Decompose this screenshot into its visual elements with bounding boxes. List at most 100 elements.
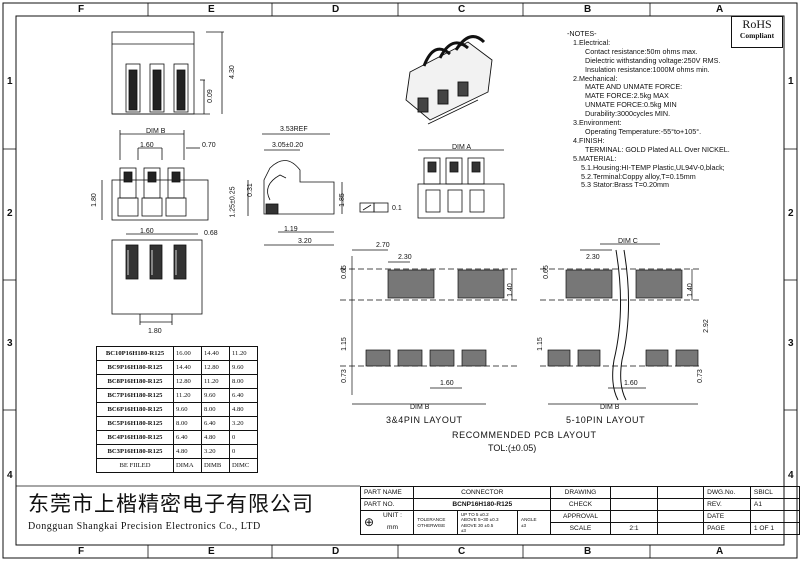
dwg-no-label: DWG.No. — [703, 486, 751, 499]
scale-value-2 — [657, 522, 705, 535]
zone-label-top: B — [584, 4, 592, 15]
tolerance-label: TOLERANCE — [417, 516, 446, 522]
rev-value: A1 — [749, 498, 800, 511]
zone-label-bottom: A — [716, 546, 724, 557]
table-row: BC10P16H180-R125 16.00 14.40 11.20 — [96, 346, 258, 361]
dimb-cell: 14.40 — [201, 346, 230, 361]
rohs-subtitle: Compliant — [739, 31, 775, 40]
drawing-value-2 — [657, 486, 705, 499]
dim-label: 1.19 — [284, 226, 298, 233]
dim-label: DIM B — [146, 128, 166, 135]
dim-label: 1.15 — [536, 337, 544, 351]
tol-value: ±0.3 — [489, 517, 499, 522]
note-line: 5.1.Housing:HI-TEMP Plastic,UL94V-0,blac… — [581, 162, 725, 172]
note-line: 2.Mechanical: — [573, 73, 618, 83]
note-line: 4.FINISH: — [573, 135, 605, 145]
drawing-label: DRAWING — [550, 486, 611, 499]
note-line: 5.3 Stator:Brass T=0.20mm — [581, 180, 669, 190]
projection-symbol-icon: ⊕ — [364, 515, 375, 529]
scale-label: SCALE — [550, 522, 611, 535]
part-name-label: PART NAME — [359, 486, 415, 499]
variant-part: BC9P16H180-R125 — [96, 360, 174, 375]
dimb-cell: 11.20 — [201, 374, 230, 389]
company-name-cn: 东莞市上楷精密电子有限公司 — [28, 492, 314, 516]
dimb-cell: 3.20 — [201, 444, 230, 459]
dim-label: 0.31 — [246, 183, 254, 197]
dimc-cell: 11.20 — [229, 346, 258, 361]
dim-label: 2.70 — [376, 242, 390, 249]
table-row: BC7P16H180-R125 11.20 9.60 6.40 — [96, 388, 258, 403]
zone-label-top: E — [208, 4, 215, 15]
variant-part: BC5P16H180-R125 — [96, 416, 174, 431]
note-line: TERMINAL: GOLD Plated ALL Over NICKEL. — [585, 144, 730, 154]
company-name-en: Dongguan Shangkai Precision Electronics … — [28, 521, 261, 532]
page-label: PAGE — [703, 522, 751, 535]
angle-value: ±3 — [521, 522, 527, 528]
table-row: BC9P16H180-R125 14.40 12.80 9.60 — [96, 360, 258, 375]
dim-label: 1.40 — [686, 283, 694, 297]
dima-cell: 16.00 — [173, 346, 202, 361]
unit-label: UNIT : — [383, 512, 402, 519]
note-line: MATE AND UNMATE FORCE: — [585, 82, 683, 92]
dim-label: 0.73 — [340, 369, 348, 383]
zone-label-top: F — [78, 4, 85, 15]
zone-label-top: C — [458, 4, 466, 15]
check-value-2 — [657, 498, 705, 511]
dimc-cell: 6.40 — [229, 388, 258, 403]
dwg-no-value: SBICL — [749, 486, 800, 499]
zone-ticks — [3, 3, 797, 558]
zone-label-side: 1 — [788, 76, 794, 87]
note-line: 3.Environment: — [573, 118, 622, 128]
angle-cell: ANGLE ±3 — [517, 510, 552, 535]
drawing-value — [609, 486, 659, 499]
dimc-cell: 0 — [229, 430, 258, 445]
footer-cell: BE FIILED — [96, 458, 174, 473]
dimb-cell: 9.60 — [201, 388, 230, 403]
zone-label-side: 3 — [7, 338, 13, 349]
approval-value-2 — [657, 510, 705, 523]
rear-view — [417, 149, 505, 219]
dim-label: DIM B — [410, 404, 430, 411]
dim-label: DIM C — [618, 238, 638, 245]
pcb-layout-3-4pin — [340, 249, 520, 405]
note-line: UNMATE FORCE:0.5kg MIN — [585, 100, 677, 110]
part-no-label: PART NO. — [359, 498, 415, 511]
dim-label: 3.20 — [298, 238, 312, 245]
iso-view — [405, 35, 493, 125]
zone-label-bottom: B — [584, 546, 592, 557]
dimb-cell: 6.40 — [201, 416, 230, 431]
notes-title: -NOTES- — [567, 29, 597, 38]
dim-label: 0.1 — [392, 205, 402, 212]
angle-label: ANGLE — [521, 516, 537, 522]
tol-range: ABOVE 5~30 — [460, 517, 489, 522]
zone-label-bottom: D — [332, 546, 340, 557]
top-view — [111, 31, 224, 115]
dim-label: 1.60 — [140, 142, 154, 149]
dim-label: 1.25±0.25 — [229, 186, 237, 218]
dima-cell: 11.20 — [173, 388, 202, 403]
footer-cell: DIMB — [201, 458, 230, 473]
zone-label-bottom: E — [208, 546, 215, 557]
table-row: BC3P16H180-R125 4.80 3.20 0 — [96, 444, 258, 459]
dim-label: 3.53REF — [280, 126, 308, 133]
dim-label: 2.30 — [398, 254, 412, 261]
bottom-view — [111, 233, 203, 325]
check-value — [609, 498, 659, 511]
footer-cell: DIMC — [229, 458, 258, 473]
rev-label: REV. — [703, 498, 751, 511]
pcb-layout-5-10pin — [540, 243, 700, 405]
dimb-cell: 4.80 — [201, 430, 230, 445]
zone-label-side: 2 — [788, 208, 794, 219]
zone-label-side: 4 — [788, 470, 794, 481]
title-block: PART NAME CONNECTOR DRAWING DWG.No. SBIC… — [359, 486, 800, 535]
zone-label-top: A — [716, 4, 724, 15]
layout-caption-right: 5-10PIN LAYOUT — [566, 415, 646, 425]
table-footer-row: BE FIILED DIMA DIMB DIMC — [96, 458, 258, 473]
dim-label: 0.09 — [206, 89, 214, 103]
dima-cell: 14.40 — [173, 360, 202, 375]
dimb-cell: 8.00 — [201, 402, 230, 417]
dim-label: DIM B — [600, 404, 620, 411]
part-name-value: CONNECTOR — [413, 486, 552, 499]
dim-label: 0.68 — [204, 230, 218, 237]
table-row: BC6P16H180-R125 9.60 8.00 4.80 — [96, 402, 258, 417]
